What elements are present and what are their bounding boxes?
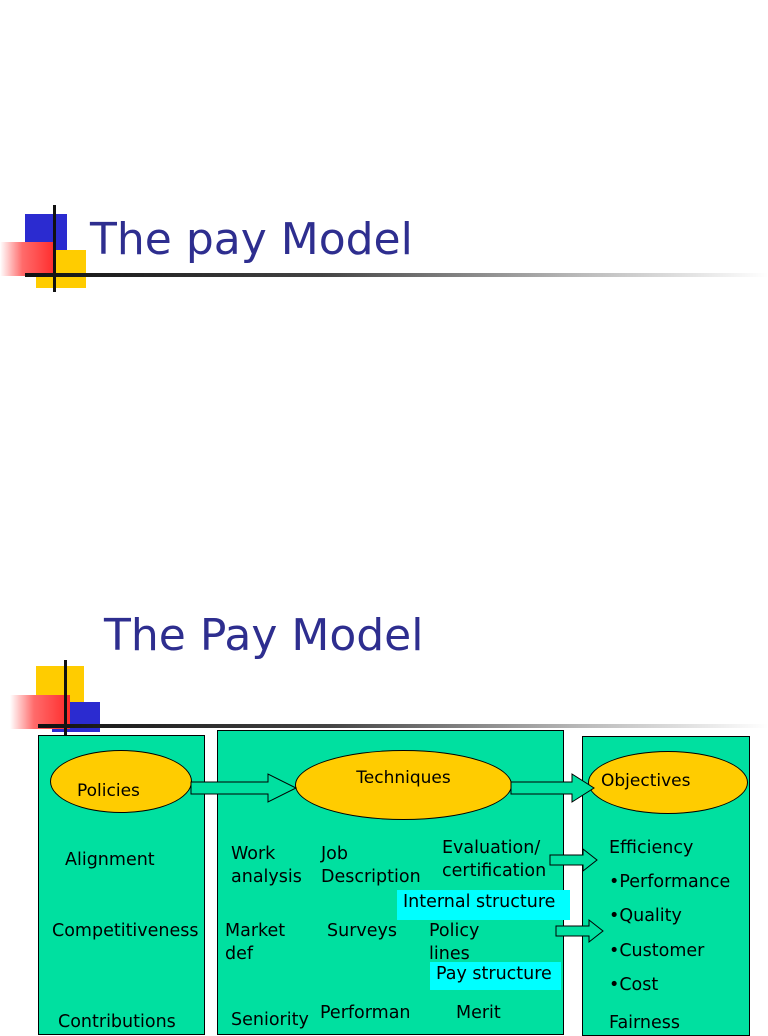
technique-evaluation: Evaluation/ certification (442, 838, 547, 881)
policy-item-competitiveness: Competitiveness (52, 921, 199, 941)
techniques-label: Techniques (356, 768, 451, 788)
policies-oval: Policies (50, 750, 192, 813)
techniques-oval: Techniques (295, 750, 512, 820)
slide-1-title: The pay Model (90, 214, 413, 265)
pay-structure-box: Pay structure (430, 962, 561, 990)
internal-structure-box: Internal structure (397, 890, 570, 920)
arrow-techniques-to-objectives (510, 773, 595, 803)
objective-cost: •Cost (609, 975, 659, 995)
policy-item-alignment: Alignment (65, 850, 155, 870)
technique-surveys: Surveys (327, 921, 397, 941)
objective-performance: •Performance (609, 872, 731, 892)
policy-item-contributions: Contributions (58, 1012, 176, 1032)
technique-merit: Merit (456, 1003, 501, 1023)
decor-red-square (0, 242, 56, 276)
decor-red-square (10, 695, 70, 729)
decor-vertical-line (64, 660, 67, 736)
technique-seniority: Seniority (231, 1010, 309, 1030)
policies-label: Policies (77, 780, 140, 801)
title-underline (38, 724, 768, 728)
arrow-evaluation-to-efficiency (549, 847, 598, 873)
arrow-policylines-to-quality (555, 918, 604, 944)
objective-customer: •Customer (609, 941, 705, 961)
slide-2-title: The Pay Model (104, 610, 424, 661)
objective-quality: •Quality (609, 906, 682, 926)
title-underline (25, 273, 768, 277)
technique-job-description: Job Description (321, 844, 421, 887)
objectives-oval: Objectives (588, 751, 748, 814)
objectives-label: Objectives (601, 770, 691, 791)
technique-policy-lines: Policy lines (429, 921, 480, 964)
technique-work-analysis: Work analysis (231, 844, 302, 887)
objective-efficiency: Efficiency (609, 838, 694, 858)
arrow-policies-to-techniques (190, 773, 298, 803)
technique-performance: Performan (320, 1003, 411, 1023)
decor-vertical-line (53, 205, 56, 292)
technique-market-def: Market def (225, 921, 286, 964)
